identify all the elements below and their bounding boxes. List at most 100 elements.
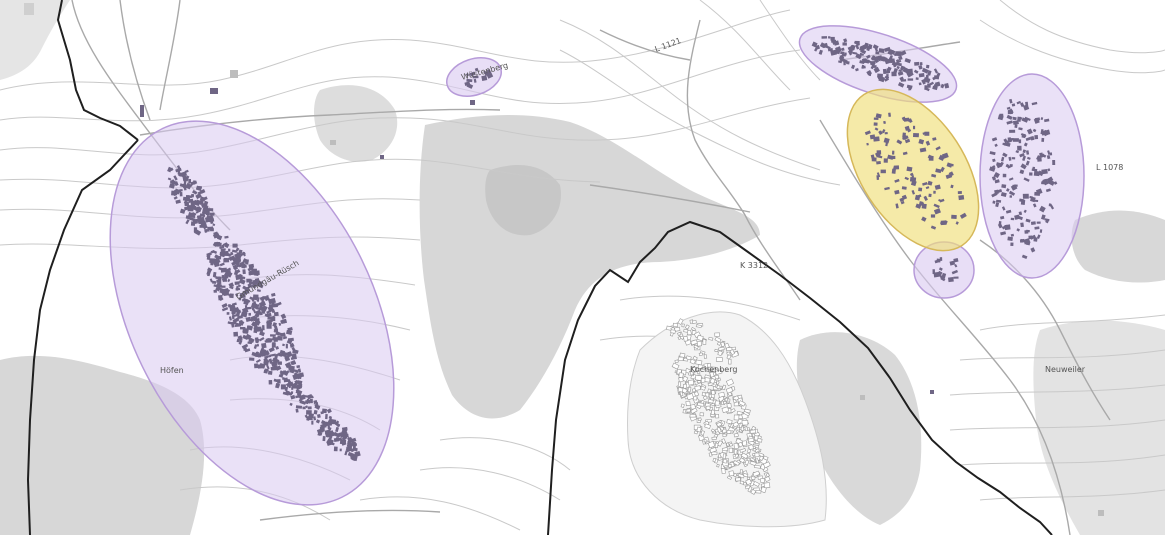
building [889, 58, 895, 63]
building [289, 402, 293, 407]
building [1032, 128, 1037, 133]
building [188, 198, 194, 204]
building [182, 176, 188, 182]
building [755, 489, 762, 494]
building [275, 345, 280, 350]
building [1037, 157, 1042, 162]
building [212, 271, 217, 277]
building [687, 379, 695, 386]
building [191, 212, 196, 218]
building [724, 342, 730, 349]
building [733, 432, 739, 438]
building [268, 298, 275, 305]
building [271, 343, 276, 348]
building [722, 453, 727, 460]
building [336, 437, 343, 442]
building [345, 448, 350, 452]
building [703, 354, 708, 359]
building [167, 166, 173, 173]
building [686, 329, 692, 336]
building [1000, 192, 1007, 198]
building [1036, 221, 1041, 224]
building [712, 457, 717, 463]
building [466, 83, 474, 89]
building [195, 185, 202, 192]
building [871, 56, 878, 61]
building [317, 431, 322, 437]
building [238, 278, 246, 285]
building [892, 62, 897, 68]
building [185, 219, 190, 225]
building [342, 432, 349, 437]
building [752, 480, 760, 487]
building [827, 48, 833, 52]
building [853, 41, 861, 46]
building [281, 351, 288, 358]
building [1017, 145, 1022, 151]
building [278, 332, 286, 337]
building [229, 307, 235, 311]
building [901, 194, 908, 200]
building [726, 419, 733, 425]
building [1014, 214, 1020, 220]
building [320, 423, 327, 429]
building [283, 370, 287, 373]
building [683, 335, 689, 342]
building [219, 262, 225, 267]
building [995, 188, 1003, 194]
building [175, 199, 181, 204]
building [748, 444, 754, 450]
building [672, 322, 679, 328]
building [221, 244, 225, 249]
building [1014, 124, 1018, 129]
building [873, 122, 878, 126]
building [178, 173, 183, 177]
building [700, 385, 706, 391]
building [244, 348, 251, 353]
building [1043, 130, 1050, 137]
highlight-yellow[interactable] [820, 66, 1005, 274]
building [876, 57, 881, 61]
building [932, 269, 935, 274]
building [886, 74, 889, 79]
building [212, 280, 217, 284]
building [922, 182, 928, 186]
building [876, 160, 881, 165]
building [836, 49, 841, 55]
building [711, 436, 717, 441]
building [861, 58, 866, 63]
building [1006, 120, 1013, 125]
building [350, 454, 354, 460]
building [1023, 209, 1027, 214]
building [693, 344, 699, 350]
building [194, 206, 201, 212]
building [912, 132, 919, 138]
building [259, 363, 266, 369]
building [291, 382, 298, 388]
building [901, 186, 907, 190]
building [755, 458, 760, 464]
building [302, 406, 306, 410]
building [265, 359, 270, 366]
building [218, 280, 222, 285]
building [908, 118, 911, 122]
building [210, 262, 214, 266]
building [914, 61, 920, 66]
building [1021, 254, 1028, 260]
building [228, 316, 232, 321]
building [199, 196, 206, 202]
building [1032, 203, 1037, 208]
building [235, 322, 242, 327]
building [1041, 179, 1047, 185]
building [290, 342, 295, 348]
building [827, 36, 831, 39]
building [702, 440, 706, 445]
building [884, 186, 890, 191]
building [733, 414, 740, 421]
building [248, 357, 255, 361]
building [883, 158, 888, 163]
building [1015, 150, 1020, 154]
building [1043, 180, 1051, 186]
building [254, 337, 259, 343]
